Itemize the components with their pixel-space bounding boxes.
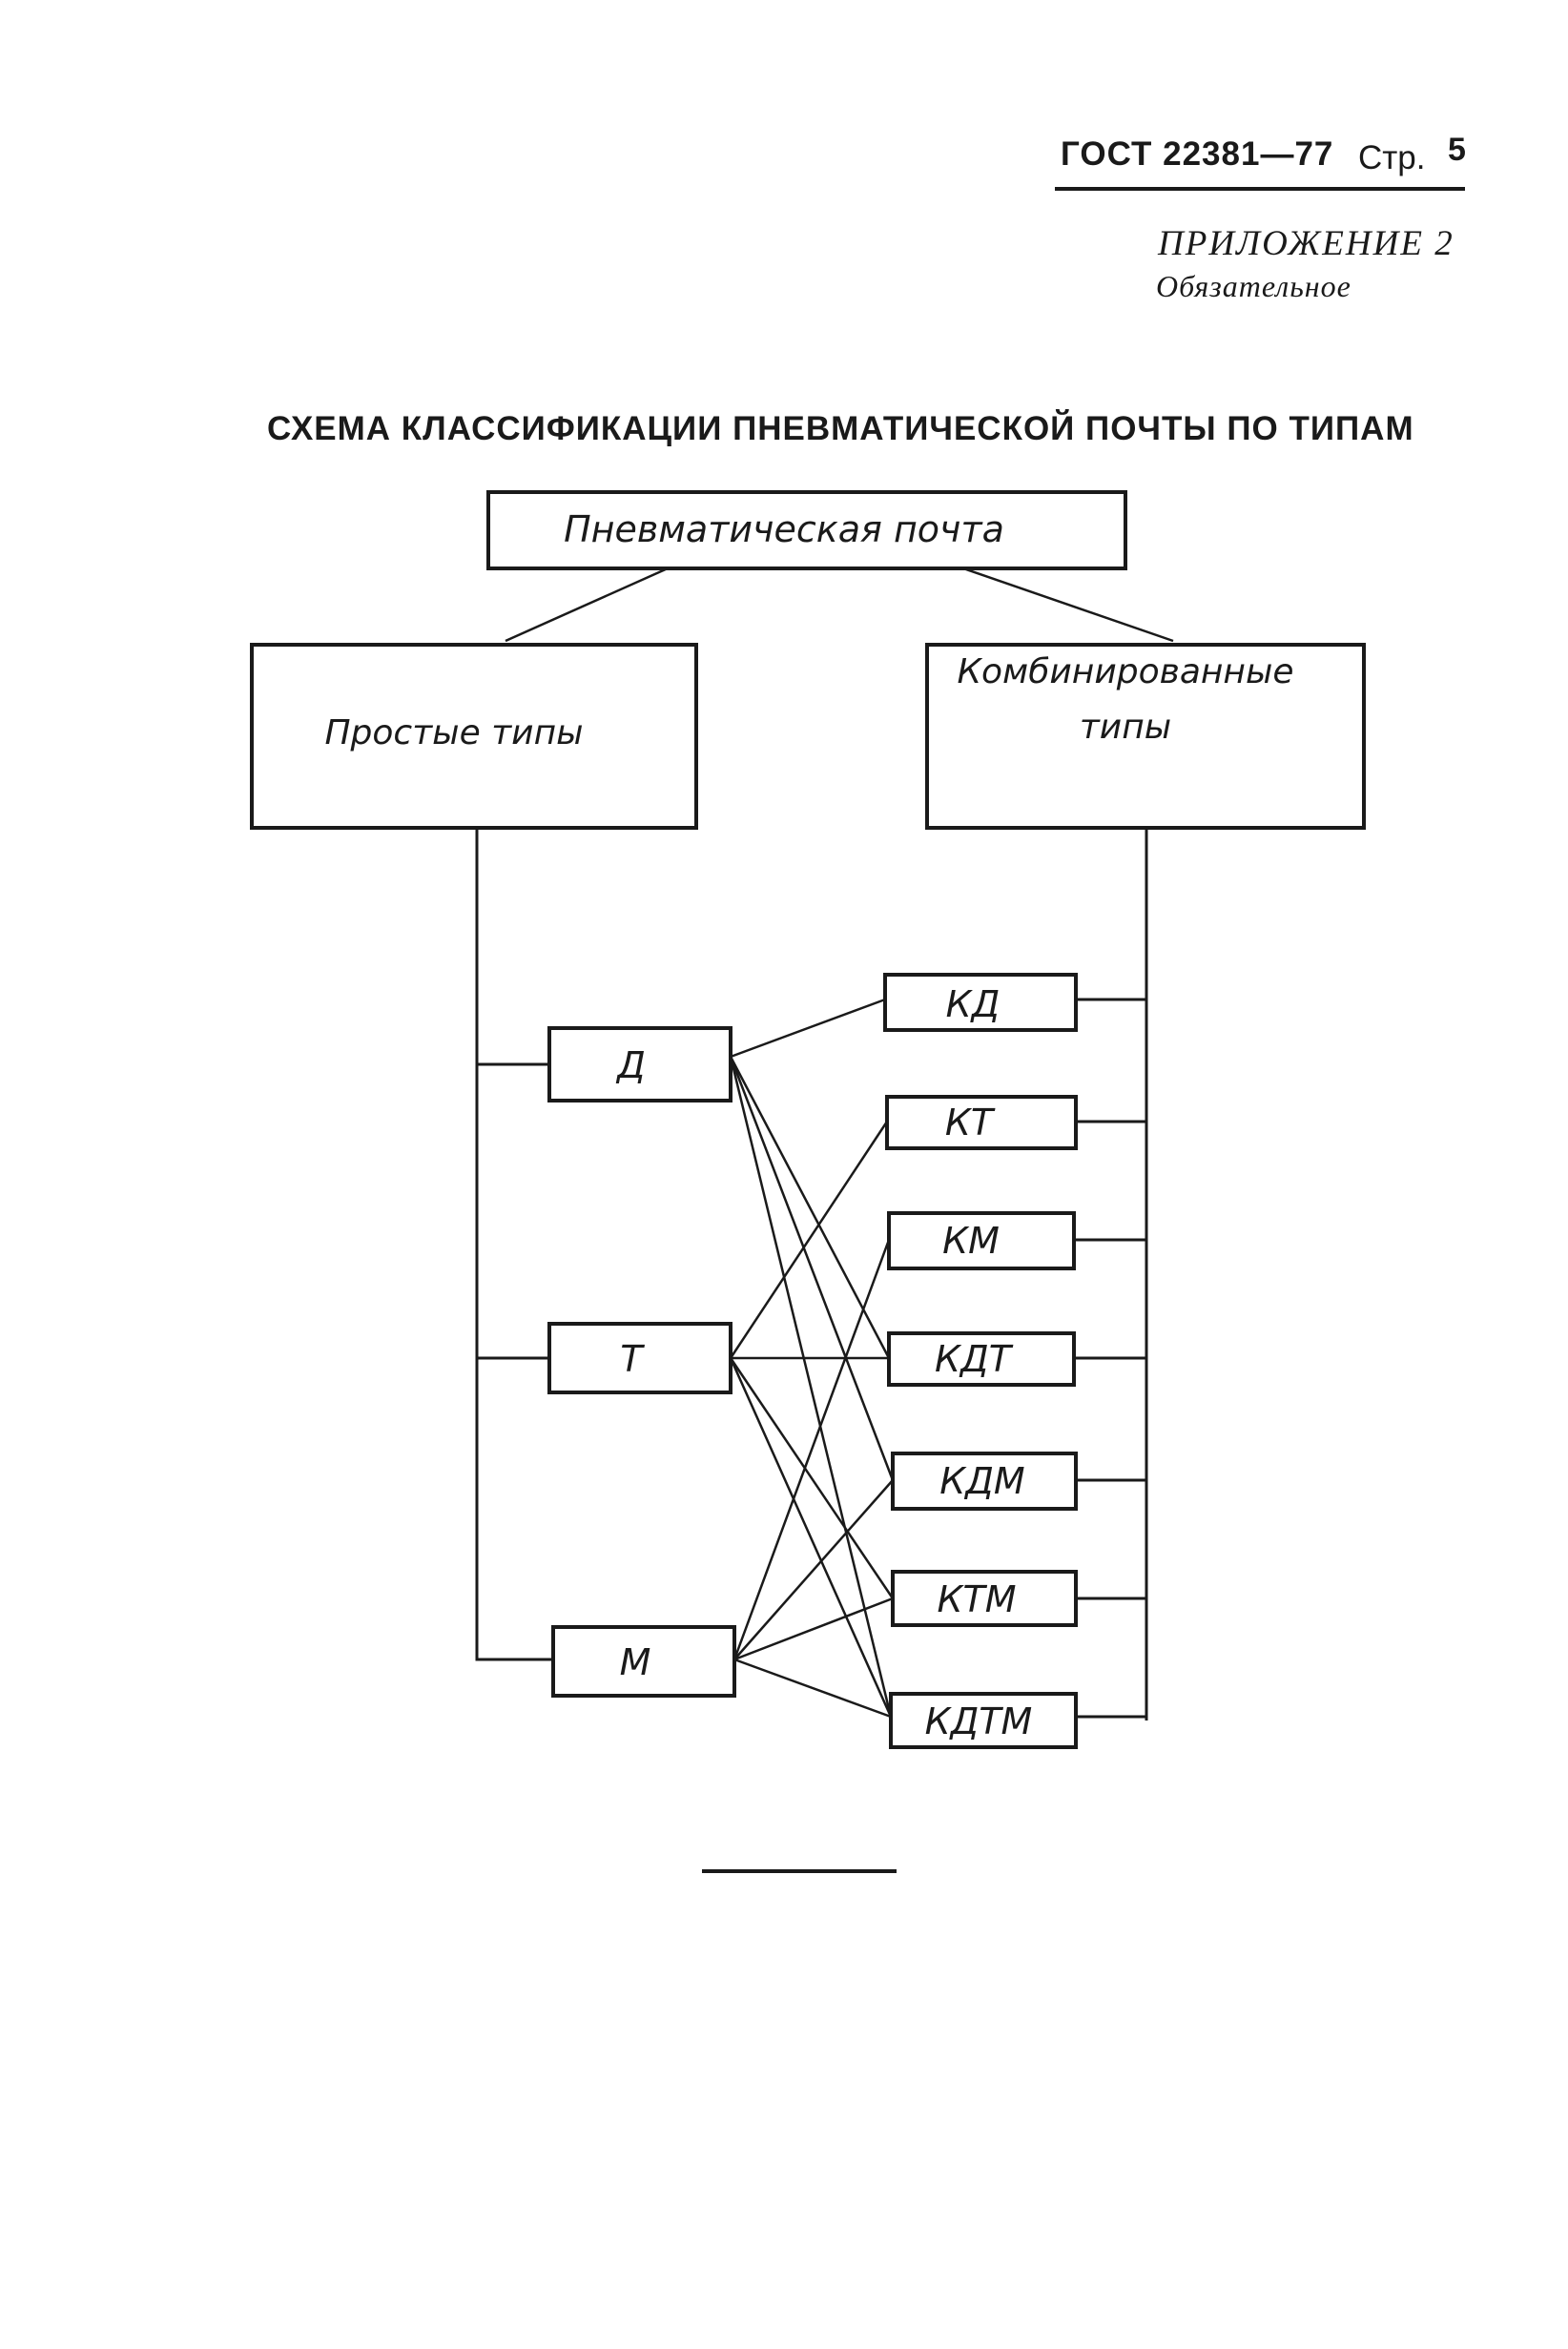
page-label: Стр. bbox=[1358, 139, 1426, 176]
type-label-t: Т bbox=[620, 1338, 645, 1380]
header-rule bbox=[1055, 187, 1465, 191]
combined-group-label-line-1: Комбинированные bbox=[957, 652, 1293, 691]
type-label-kdm: КДМ bbox=[939, 1460, 1024, 1502]
link-d-to-kdt bbox=[729, 1056, 891, 1359]
simple-group-label: Простые типы bbox=[324, 713, 583, 752]
link-m-to-ktm bbox=[733, 1597, 894, 1661]
appendix-status: Обязательное bbox=[1156, 269, 1351, 303]
type-label-kdtm: КДТМ bbox=[925, 1700, 1033, 1742]
appendix-title: ПРИЛОЖЕНИЕ 2 bbox=[1158, 224, 1455, 263]
type-box-kdm bbox=[891, 1452, 1078, 1511]
root-label: Пневматическая почта bbox=[564, 508, 1004, 550]
type-label-ktm: КТМ bbox=[938, 1578, 1017, 1620]
root-to-combined-connector bbox=[962, 567, 1174, 643]
type-box-t bbox=[547, 1322, 732, 1394]
page-number: 5 bbox=[1448, 132, 1466, 168]
simple-group-box bbox=[250, 643, 698, 830]
link-m-to-kdtm bbox=[733, 1658, 892, 1719]
link-m-to-km bbox=[732, 1239, 891, 1660]
type-box-d bbox=[547, 1026, 732, 1102]
document-number: ГОСТ 22381—77 bbox=[1061, 135, 1334, 173]
link-t-to-kdtm bbox=[729, 1357, 893, 1718]
type-box-kt bbox=[885, 1095, 1078, 1150]
type-box-kd bbox=[883, 973, 1078, 1032]
type-box-m bbox=[551, 1625, 736, 1698]
type-box-kdtm bbox=[889, 1692, 1078, 1749]
link-t-to-kt bbox=[729, 1121, 889, 1359]
link-d-to-kdtm bbox=[729, 1056, 893, 1718]
end-rule bbox=[702, 1869, 897, 1873]
type-label-km: КМ bbox=[942, 1220, 1000, 1262]
type-label-d: Д bbox=[615, 1044, 646, 1086]
link-t-to-ktm bbox=[729, 1357, 895, 1599]
link-d-to-kdm bbox=[729, 1056, 895, 1481]
root-to-simple-connector bbox=[505, 567, 669, 643]
type-label-kd: КД bbox=[946, 983, 1001, 1025]
combined-group-label-line-2: типы bbox=[1080, 708, 1171, 747]
link-m-to-kdm bbox=[733, 1479, 894, 1660]
simple-trunk bbox=[475, 828, 555, 1661]
root-box bbox=[486, 490, 1127, 570]
combined-branches bbox=[1074, 998, 1146, 1719]
type-label-kt: КТ bbox=[945, 1102, 996, 1144]
type-label-kdt: КДТ bbox=[935, 1338, 1014, 1380]
scheme-title: СХЕМА КЛАССИФИКАЦИИ ПНЕВМАТИЧЕСКОЙ ПОЧТЫ… bbox=[267, 410, 1414, 447]
type-label-m: М bbox=[620, 1641, 651, 1683]
type-box-km bbox=[887, 1211, 1076, 1270]
type-links bbox=[729, 998, 895, 1719]
type-box-ktm bbox=[891, 1570, 1078, 1627]
link-d-to-kd bbox=[730, 998, 886, 1059]
type-box-kdt bbox=[887, 1331, 1076, 1387]
combined-group-box bbox=[925, 643, 1366, 830]
